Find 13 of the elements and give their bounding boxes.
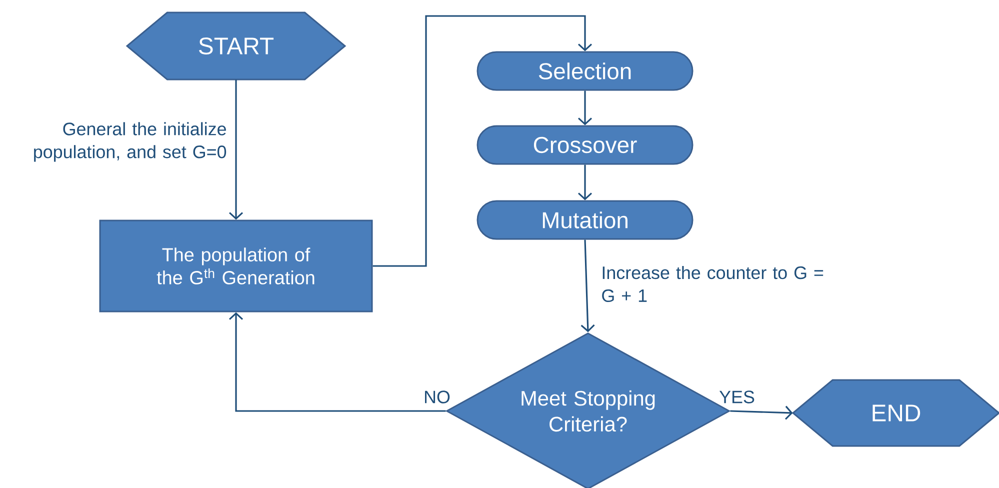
process-box: The population of the G$^{th}$ Generation	[99, 220, 373, 312]
arrow	[372, 15, 592, 267]
process-pill: Crossover	[476, 125, 694, 165]
process-pill: Selection	[476, 51, 694, 91]
arrow	[228, 312, 446, 412]
arrow	[578, 90, 592, 126]
arrow	[730, 406, 793, 420]
process-pill: Mutation	[476, 200, 694, 240]
edge-label: Increase the counter to G = G + 1	[602, 266, 824, 302]
arrow	[228, 80, 244, 220]
arrow	[580, 240, 595, 332]
arrow	[578, 164, 592, 200]
edge-label: General the initialize population, and set G=0	[34, 122, 226, 162]
